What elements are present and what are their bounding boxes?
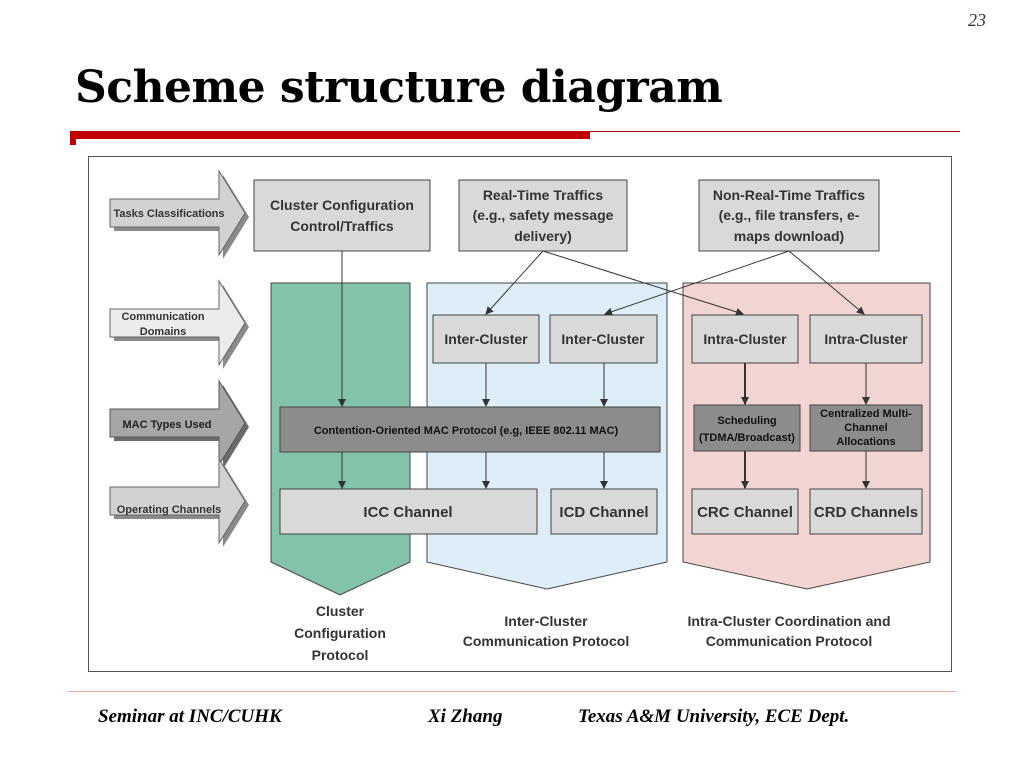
slide-title: Scheme structure diagram — [75, 62, 723, 113]
domain-intra-cluster-1: Intra-Cluster — [691, 314, 799, 364]
channel-icd-label: ICD Channel — [559, 504, 648, 521]
row-arrow-channels: Operating Channels — [109, 457, 249, 547]
task-nonrealtime-line-1: Non-Real-Time Traffics — [713, 187, 865, 203]
protocol-inter-line-2: Communication Protocol — [463, 633, 629, 649]
footer-seminar: Seminar at INC/CUHK — [98, 706, 282, 727]
channel-crd-label: CRD Channels — [814, 504, 918, 521]
task-cluster-config-line-1: Cluster Configuration — [270, 197, 414, 213]
mac-scheduling-line-2: (TDMA/Broadcast) — [699, 432, 795, 444]
protocol-cluster-line-1: Cluster — [316, 603, 365, 619]
mac-scheduling-line-1: Scheduling — [717, 415, 776, 427]
mac-centralized-line-3: Allocations — [836, 436, 895, 448]
channel-crc: CRC Channel — [691, 488, 799, 535]
protocol-caption-inter: Inter-Cluster Communication Protocol — [463, 613, 629, 649]
arrow-realtime-to-inter1 — [485, 250, 544, 315]
channel-icc: ICC Channel — [279, 488, 538, 535]
protocol-intra-line-1: Intra-Cluster Coordination and — [688, 613, 891, 629]
domain-inter-cluster-1: Inter-Cluster — [432, 314, 540, 364]
channel-crd: CRD Channels — [809, 488, 923, 535]
task-nonrealtime-line-2: (e.g., file transfers, e- — [719, 207, 860, 223]
row-label-domains-2: Domains — [140, 326, 186, 338]
scheme-diagram: Tasks Classifications Communication Doma… — [88, 156, 952, 672]
row-arrow-domains: Communication Domains — [109, 279, 249, 369]
connectors — [338, 250, 870, 489]
mac-centralized-line-1: Centralized Multi- — [820, 408, 912, 420]
protocol-inter-line-1: Inter-Cluster — [504, 613, 588, 629]
row-arrow-tasks: Tasks Classifications — [109, 169, 249, 259]
task-cluster-config: Cluster Configuration Control/Traffics — [253, 179, 431, 252]
footer-rule — [68, 691, 956, 692]
row-label-tasks: Tasks Classifications — [113, 208, 224, 220]
row-label-domains-1: Communication — [121, 311, 204, 323]
slide-number: 23 — [968, 10, 986, 30]
task-realtime-line-1: Real-Time Traffics — [483, 187, 604, 203]
mac-centralized-line-2: Channel — [844, 422, 887, 434]
protocol-intra-line-2: Communication Protocol — [706, 633, 872, 649]
task-realtime-line-3: delivery) — [514, 228, 572, 244]
protocol-caption-cluster: Cluster Configuration Protocol — [294, 603, 386, 663]
task-realtime-line-2: (e.g., safety message — [473, 207, 614, 223]
row-label-mac: MAC Types Used — [122, 419, 211, 431]
arrow-realtime-to-intra1 — [542, 250, 744, 316]
mac-centralized: Centralized Multi- Channel Allocations — [809, 404, 923, 452]
domain-inter-cluster-2-label: Inter-Cluster — [561, 331, 645, 347]
channel-crc-label: CRC Channel — [697, 504, 793, 521]
title-underline-tick — [70, 139, 76, 145]
arrow-nonrealtime-to-intra2 — [788, 250, 865, 315]
protocol-caption-intra: Intra-Cluster Coordination and Communica… — [688, 613, 891, 649]
footer-affiliation: Texas A&M University, ECE Dept. — [578, 706, 850, 727]
protocol-cluster-line-2: Configuration — [294, 625, 386, 641]
row-label-channels: Operating Channels — [117, 504, 222, 516]
domain-intra-cluster-2-label: Intra-Cluster — [824, 331, 908, 347]
channel-icd: ICD Channel — [550, 488, 658, 535]
mac-contention-label: Contention-Oriented MAC Protocol (e.g, I… — [314, 425, 619, 437]
task-nonrealtime-line-3: maps download) — [734, 228, 844, 244]
footer-author: Xi Zhang — [428, 706, 503, 727]
mac-contention-oriented: Contention-Oriented MAC Protocol (e.g, I… — [279, 406, 661, 453]
title-underline-thick — [70, 131, 590, 139]
row-arrow-mac: MAC Types Used — [109, 379, 249, 469]
domain-inter-cluster-2: Inter-Cluster — [549, 314, 658, 364]
domain-intra-cluster-1-label: Intra-Cluster — [703, 331, 787, 347]
task-nonrealtime: Non-Real-Time Traffics (e.g., file trans… — [698, 179, 880, 252]
arrow-nonrealtime-to-inter2 — [604, 250, 790, 316]
domain-inter-cluster-1-label: Inter-Cluster — [444, 331, 528, 347]
protocol-cluster-line-3: Protocol — [312, 647, 369, 663]
diagram-canvas: Tasks Classifications Communication Doma… — [109, 169, 931, 663]
channel-icc-label: ICC Channel — [363, 504, 452, 521]
domain-intra-cluster-2: Intra-Cluster — [809, 314, 923, 364]
task-realtime: Real-Time Traffics (e.g., safety message… — [458, 179, 628, 252]
mac-scheduling: Scheduling (TDMA/Broadcast) — [693, 404, 801, 452]
task-cluster-config-line-2: Control/Traffics — [290, 218, 394, 234]
